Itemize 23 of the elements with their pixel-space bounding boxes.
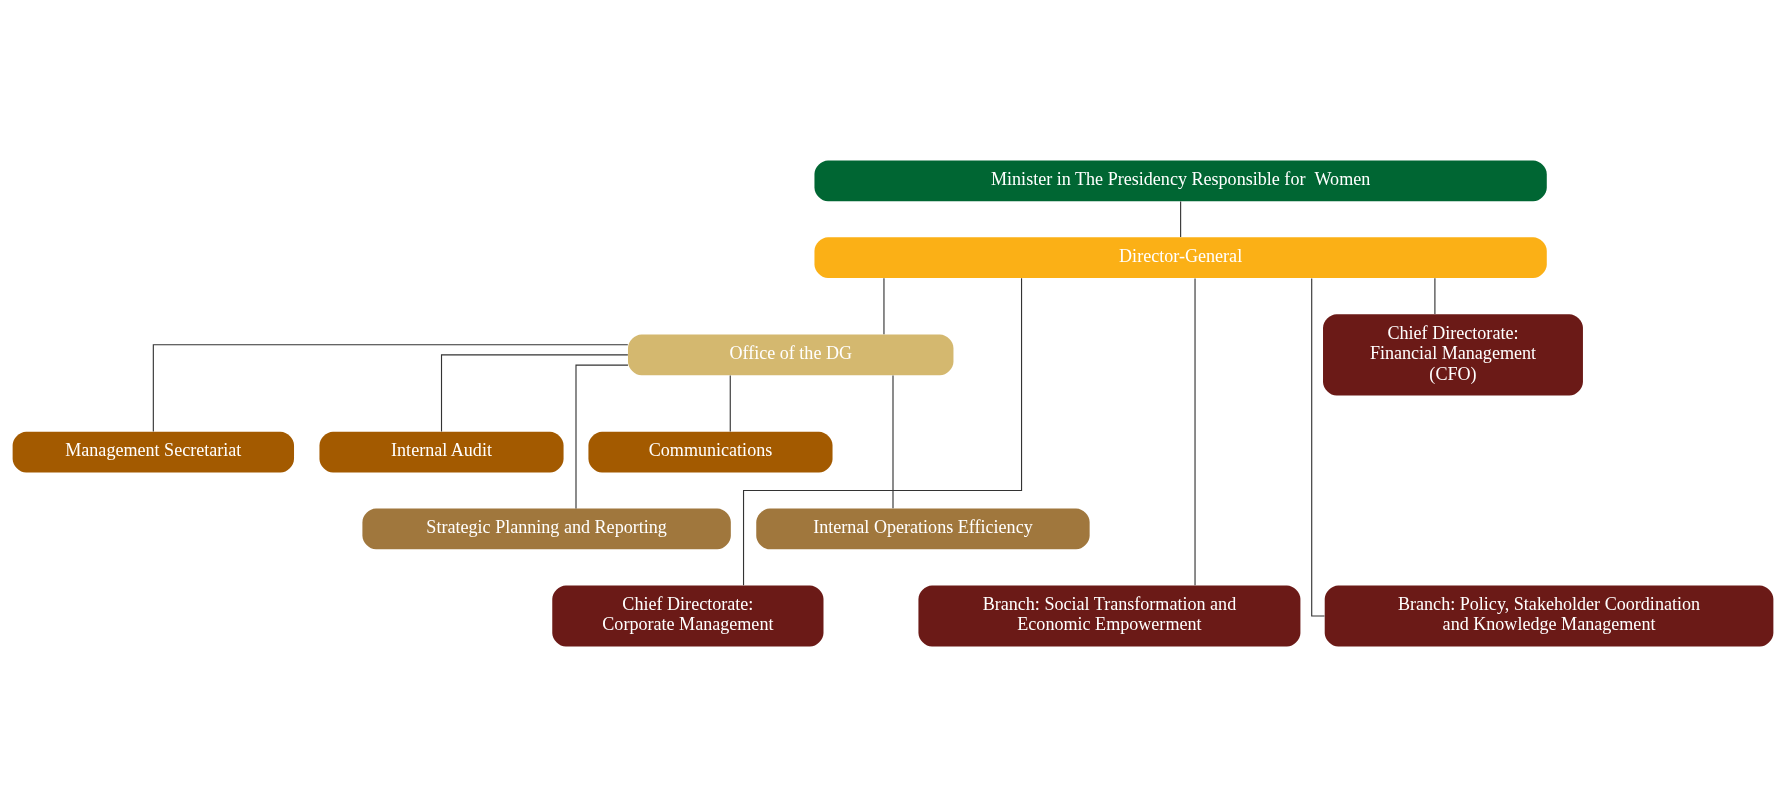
connector [575,364,629,509]
node-box: Minister in The Presidency Responsible for Women [814,160,1547,201]
connector [729,374,731,432]
connector [742,277,1023,586]
node-box: Chief Directorate: Financial Management (CFO) [1323,313,1583,396]
connector [1434,277,1436,314]
node-box: Office of the DG [628,334,954,375]
connector [883,277,885,335]
node-box: Strategic Planning and Reporting [362,508,731,549]
node-box: Branch: Social Transformation and Economic Empowerment [918,584,1301,646]
connector [152,343,629,432]
connector [1180,200,1182,238]
node-box: Chief Directorate: Corporate Management [552,584,824,646]
connector [892,374,894,509]
node-box: Director-General [814,236,1547,278]
connector [1194,277,1196,586]
connector [1311,277,1326,617]
node-box: Communications [588,431,833,472]
node-box: Internal Operations Efficiency [756,508,1090,549]
node-box: Management Secretariat [12,431,295,472]
node-box: Branch: Policy, Stakeholder Coordination and Knowledge Management [1324,584,1774,646]
node-box: Internal Audit [319,431,564,472]
connector [440,353,629,432]
